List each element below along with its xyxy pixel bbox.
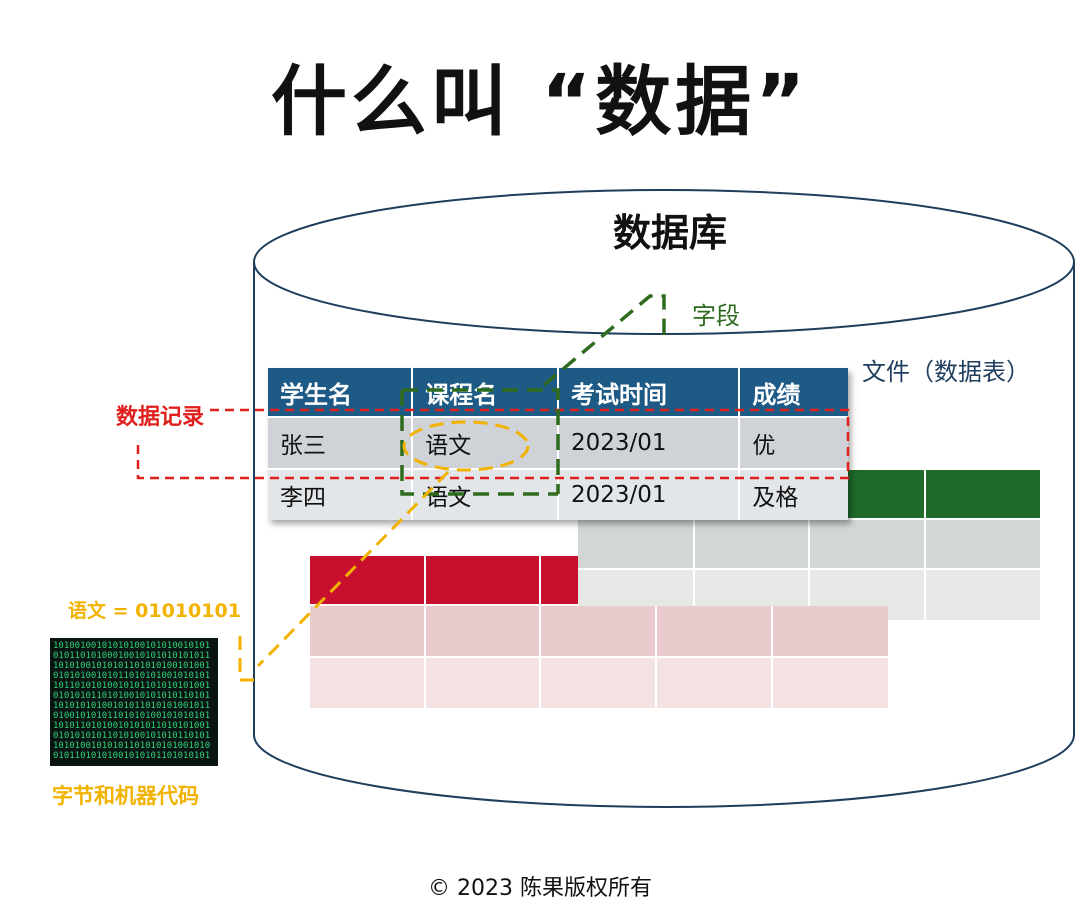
field-connector	[542, 294, 666, 387]
binary-code-line: 10101010100101011010101001011	[53, 701, 210, 711]
binary-code-line: 10101001010101101010101001010	[53, 741, 210, 751]
binary-code-image: 1010010010101010010101001010101011010100…	[50, 638, 218, 766]
binary-code-line: 01011010101001010101101010101	[53, 751, 210, 761]
table-cell: 2023/01	[557, 468, 741, 520]
database-label: 数据库	[612, 211, 727, 255]
binary-code-line: 10101101010010101011010101001	[53, 721, 210, 731]
record-bracket	[136, 408, 850, 480]
value-highlight	[402, 420, 530, 472]
table-cell: 李四	[268, 468, 414, 520]
binary-code-line: 01010101101010010101010110101	[53, 691, 210, 701]
encoding-label: 语文 = 01010101	[68, 600, 241, 622]
binary-code-line: 01001010101101010100101010101	[53, 711, 210, 721]
value-connector	[238, 470, 450, 682]
binary-code-line: 01011010100010010101010101011	[53, 651, 210, 661]
table-cell: 优	[739, 416, 848, 469]
table-cell: 2023/01	[557, 416, 741, 469]
red-data-table	[310, 556, 888, 708]
binary-code-line: 10110101010010101101010101001	[53, 681, 210, 691]
record-label: 数据记录	[116, 405, 205, 430]
field-bracket	[400, 388, 560, 496]
binary-code-line: 10101001010101101010100101001	[53, 661, 210, 671]
binary-code-line: 01010100101011010101001010101	[53, 671, 210, 681]
machine-code-label: 字节和机器代码	[52, 784, 199, 808]
table-row: 张三 语文 2023/01 优	[268, 416, 848, 469]
file-table-label: 文件（数据表）	[862, 358, 1030, 386]
binary-code-line: 01010101011010100101010110101	[53, 731, 210, 741]
binary-code-line: 10100100101010100101010010101	[53, 641, 210, 651]
page-title: 什么叫 “数据”	[270, 57, 810, 146]
table-cell: 张三	[268, 416, 414, 469]
field-label: 字段	[692, 302, 740, 330]
copyright-footer: © 2023 陈果版权所有	[428, 876, 652, 901]
